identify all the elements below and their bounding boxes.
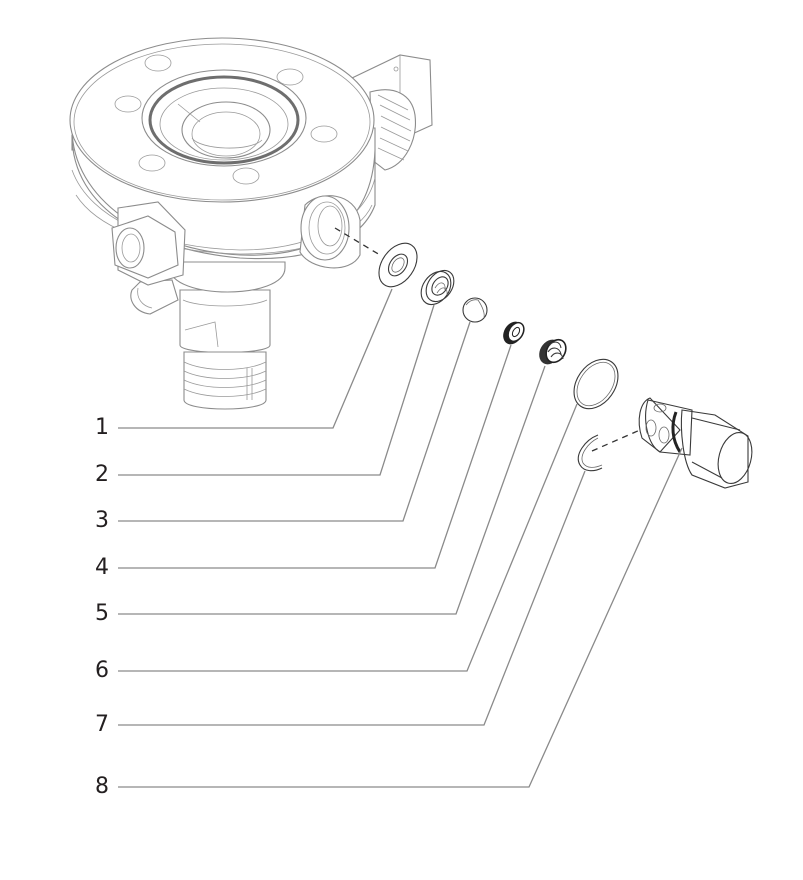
callout-2: 2 xyxy=(95,462,109,487)
leader-line-5 xyxy=(118,365,546,615)
right-inlet-port xyxy=(299,195,361,269)
alignment-line-port xyxy=(334,227,381,256)
part-1-washer xyxy=(378,242,418,288)
leader-line-4 xyxy=(118,344,512,569)
part-5-spring xyxy=(539,338,567,365)
part-3-ball xyxy=(462,297,488,323)
leader-line-8 xyxy=(118,447,683,788)
leader-line-2 xyxy=(118,304,435,476)
stem xyxy=(179,289,271,410)
leader-line-6 xyxy=(118,403,578,672)
valve-body xyxy=(69,37,433,410)
part-2-threaded-seat xyxy=(420,269,455,306)
callout-4: 4 xyxy=(95,555,109,580)
alignment-line-clip xyxy=(591,429,641,452)
leader-lines xyxy=(118,288,683,788)
part-7-retaining-clip xyxy=(577,434,603,472)
callout-1: 1 xyxy=(95,415,109,440)
leader-line-1 xyxy=(118,288,393,429)
left-hex-port xyxy=(111,201,186,286)
leader-line-7 xyxy=(118,470,586,726)
callout-8: 8 xyxy=(95,774,109,799)
callout-7: 7 xyxy=(95,712,109,737)
callout-5: 5 xyxy=(95,601,109,626)
callout-6: 6 xyxy=(95,658,109,683)
leader-line-3 xyxy=(118,321,471,522)
part-8-valve-cartridge xyxy=(638,397,753,489)
top-flange xyxy=(69,37,375,203)
part-4-seal-ring xyxy=(503,321,525,345)
callout-3: 3 xyxy=(95,508,109,533)
part-6-o-ring xyxy=(573,358,619,410)
